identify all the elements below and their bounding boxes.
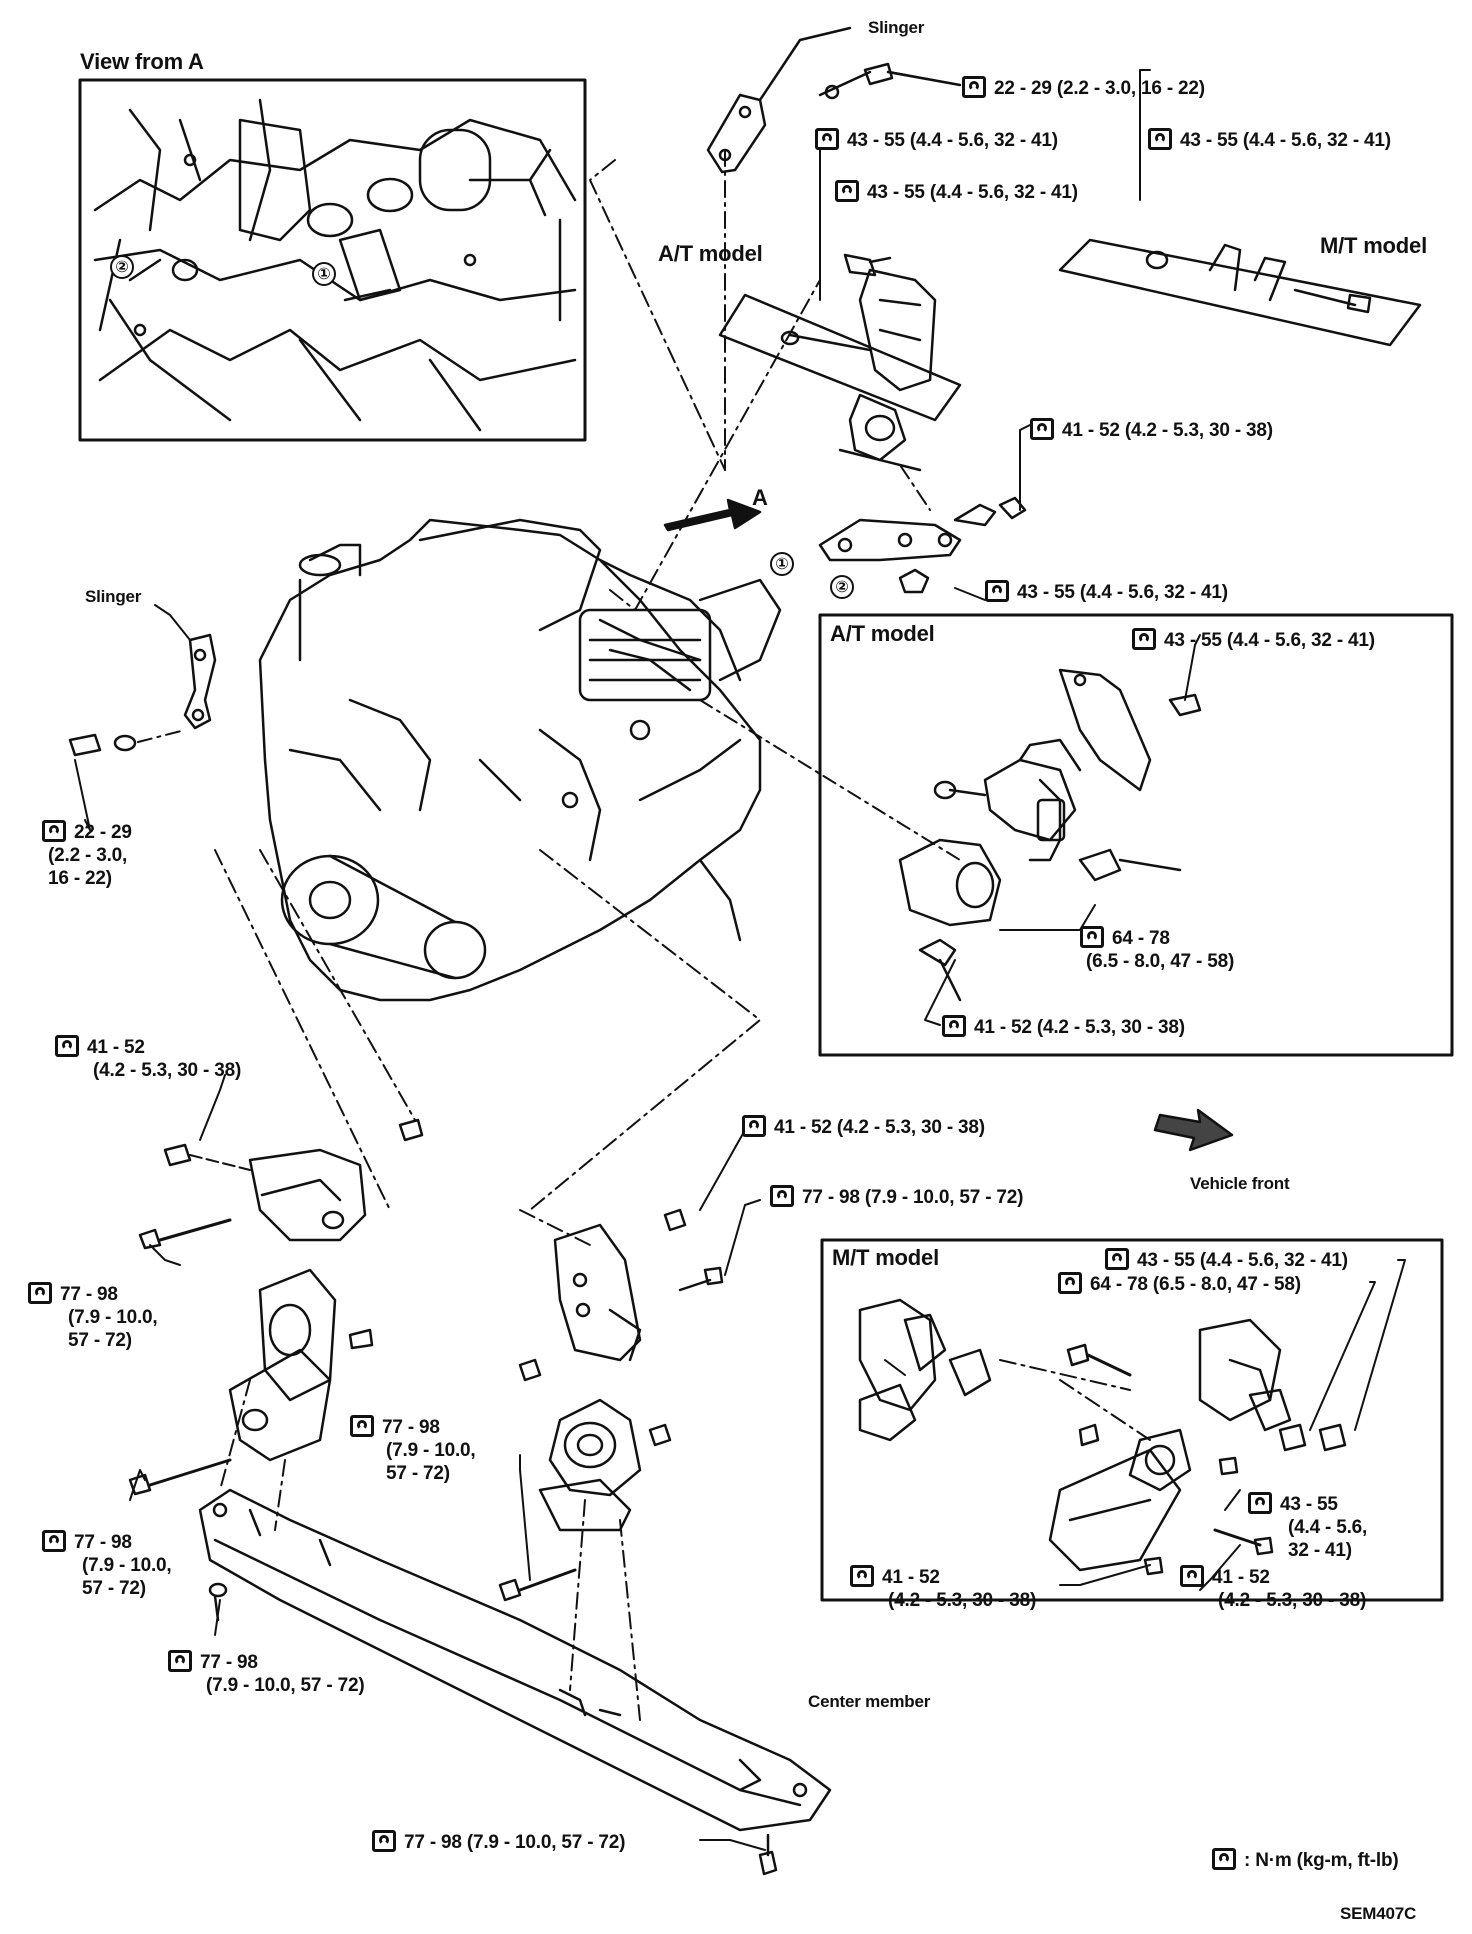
torque-left-mount-top: 41 - 52 (4.2 - 5.3, 30 - 38) [55,1035,241,1082]
alignment-lines [214,149,1151,1721]
figure-code: SEM407C [1340,1904,1417,1923]
mt-top-parts [1058,69,1422,347]
torque-icon [42,1530,66,1552]
torque-rear-nut: 43 - 55 (4.4 - 5.6, 32 - 41) [985,580,1228,604]
torque-icon [1030,418,1054,440]
torque-at-box-bottom: 41 - 52 (4.2 - 5.3, 30 - 38) [942,1015,1185,1039]
vehicle-front-arrow [1153,1108,1234,1152]
leader-lines [74,71,1406,1851]
view-from-a-title: View from A [80,49,204,74]
torque-at-top-left: 43 - 55 (4.4 - 5.6, 32 - 41) [815,128,1058,152]
left-mount [128,1118,424,1496]
vehicle-front-label: Vehicle front [1190,1174,1290,1193]
view-direction-arrow [663,498,762,532]
torque-slinger-left: 22 - 29 (2.2 - 3.0, 16 - 22) [42,820,132,890]
torque-member-bottom: 77 - 98 (7.9 - 10.0, 57 - 72) [372,1830,625,1854]
torque-icon [770,1185,794,1207]
at-model-box [699,613,1454,1057]
torque-icon [350,1415,374,1437]
torque-at-box-mid: 64 - 78 (6.5 - 8.0, 47 - 58) [1080,926,1234,973]
callout-2-inset: ② [110,255,134,279]
torque-icon [372,1830,396,1852]
mt-model-box [820,1238,1444,1602]
callout-1: ① [770,552,794,576]
slinger-top-label: Slinger [868,18,925,37]
mt-model-top-title: M/T model [1320,233,1427,258]
torque-front-mount-bolt: 77 - 98 (7.9 - 10.0, 57 - 72) [770,1185,1023,1209]
rear-bracket-plate [818,496,1027,594]
torque-icon [985,580,1009,602]
engine-assembly [258,518,782,1002]
torque-mt-box-right-low: 41 - 52 (4.2 - 5.3, 30 - 38) [1180,1565,1366,1612]
torque-rear-bracket: 41 - 52 (4.2 - 5.3, 30 - 38) [1030,418,1273,442]
torque-mt-box-left: 41 - 52 (4.2 - 5.3, 30 - 38) [850,1565,1036,1612]
torque-icon [850,1565,874,1587]
left-slinger-part [68,604,217,757]
callout-2: ② [830,575,854,599]
slinger-left-label: Slinger [85,587,142,606]
torque-icon [55,1035,79,1057]
torque-icon [942,1015,966,1037]
front-mount [498,1208,724,1602]
torque-slinger-top: 22 - 29 (2.2 - 3.0, 16 - 22) [962,76,1205,100]
torque-at-top-bolt: 43 - 55 (4.4 - 5.6, 32 - 41) [835,180,1078,204]
torque-icon [42,820,66,842]
torque-icon [1058,1272,1082,1294]
torque-front-mount-top: 41 - 52 (4.2 - 5.3, 30 - 38) [742,1115,985,1139]
torque-icon [28,1282,52,1304]
center-member-label: Center member [808,1692,931,1711]
unit-legend: : N·m (kg-m, ft-lb) [1212,1848,1399,1872]
torque-icon [1132,628,1156,650]
torque-icon [1180,1565,1204,1587]
callout-1-inset: ① [312,262,336,286]
at-model-box-title: A/T model [830,621,935,646]
torque-icon [1248,1492,1272,1514]
torque-icon [168,1650,192,1672]
torque-mt-box-top-2: 64 - 78 (6.5 - 8.0, 47 - 58) [1058,1272,1301,1296]
torque-icon [962,76,986,98]
at-model-top-title: A/T model [658,241,763,266]
torque-left-lower: 77 - 98 (7.9 - 10.0, 57 - 72) [42,1530,172,1600]
torque-icon [1105,1248,1129,1270]
torque-front-mount-lower: 77 - 98 (7.9 - 10.0, 57 - 72) [350,1415,476,1485]
torque-member-left: 77 - 98 (7.9 - 10.0, 57 - 72) [168,1650,365,1697]
torque-icon [815,128,839,150]
torque-at-box-top: 43 - 55 (4.4 - 5.6, 32 - 41) [1132,628,1375,652]
torque-mt-box-top: 43 - 55 (4.4 - 5.6, 32 - 41) [1105,1248,1348,1272]
view-from-a-inset [78,78,587,442]
torque-icon [835,180,859,202]
torque-mt-top: 43 - 55 (4.4 - 5.6, 32 - 41) [1148,128,1391,152]
arrow-a-label: A [752,485,768,510]
torque-icon [1148,128,1172,150]
torque-icon [1080,926,1104,948]
torque-icon [742,1115,766,1137]
mt-model-box-title: M/T model [832,1245,939,1270]
at-upper-bracket [718,253,962,472]
center-member [198,1488,832,1876]
torque-mt-box-right: 43 - 55 (4.4 - 5.6, 32 - 41) [1248,1492,1367,1562]
torque-icon [1212,1848,1236,1870]
torque-left-mount-bolt: 77 - 98 (7.9 - 10.0, 57 - 72) [28,1282,158,1352]
